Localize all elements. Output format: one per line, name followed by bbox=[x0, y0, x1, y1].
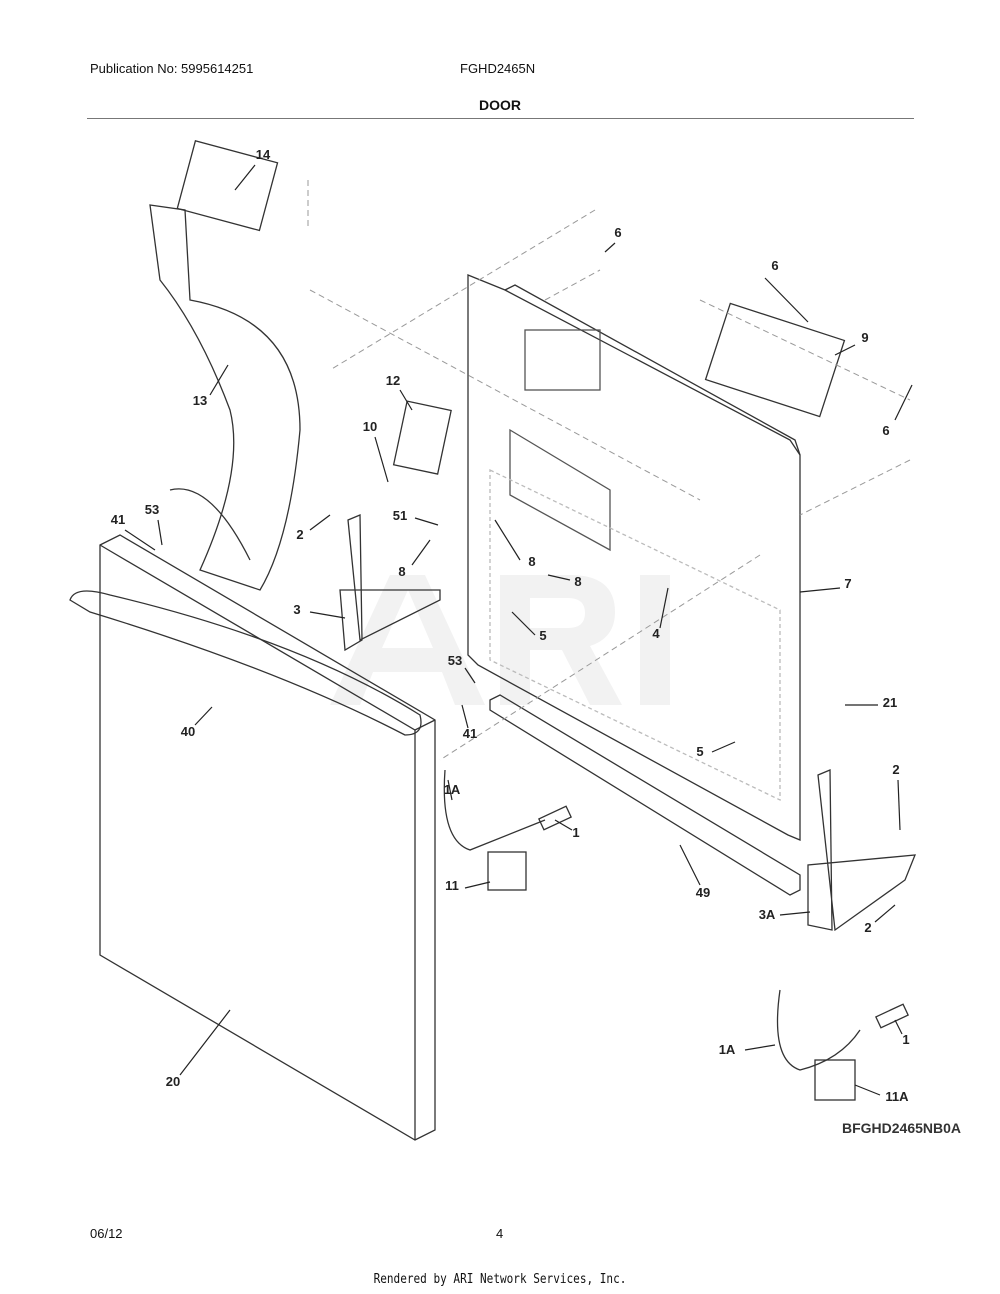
model-number: FGHD2465N bbox=[460, 61, 536, 76]
callout-1A: 1A bbox=[719, 1042, 736, 1057]
callout-leader bbox=[894, 384, 913, 421]
callout-3: 3 bbox=[293, 602, 300, 617]
callout-leader bbox=[157, 519, 163, 546]
callout-leader bbox=[464, 881, 491, 889]
callout-leader bbox=[411, 539, 431, 566]
callout-leader bbox=[234, 164, 256, 191]
callout-11: 11 bbox=[445, 878, 459, 893]
callout-leader bbox=[799, 587, 841, 593]
callout-41: 41 bbox=[463, 726, 477, 741]
wire-harness-detail bbox=[776, 989, 861, 1071]
callout-20: 20 bbox=[166, 1074, 180, 1089]
callout-leader bbox=[679, 844, 701, 886]
control-board bbox=[704, 302, 846, 418]
callout-leader bbox=[399, 389, 413, 411]
callout-2: 2 bbox=[892, 762, 899, 777]
callout-leader bbox=[547, 574, 571, 581]
hinge-left bbox=[339, 514, 441, 652]
callout-12: 12 bbox=[386, 373, 400, 388]
callout-leader bbox=[779, 911, 811, 916]
callout-53: 53 bbox=[448, 653, 462, 668]
callout-4: 4 bbox=[652, 626, 660, 641]
callout-41: 41 bbox=[111, 512, 125, 527]
callout-21: 21 bbox=[883, 695, 897, 710]
callout-13: 13 bbox=[193, 393, 207, 408]
callout-leader bbox=[179, 1009, 231, 1076]
callout-leader bbox=[764, 277, 809, 323]
callout-11A: 11A bbox=[885, 1089, 909, 1104]
callout-8: 8 bbox=[528, 554, 535, 569]
callout-leader bbox=[894, 1019, 903, 1035]
callout-9: 9 bbox=[861, 330, 868, 345]
callout-1A: 1A bbox=[444, 782, 461, 797]
callout-2: 2 bbox=[296, 527, 303, 542]
callout-10: 10 bbox=[363, 419, 377, 434]
switch-bracket-detail bbox=[814, 1059, 856, 1101]
callout-53: 53 bbox=[145, 502, 159, 517]
callout-8: 8 bbox=[574, 574, 581, 589]
page-number: 4 bbox=[496, 1226, 504, 1241]
door-latch bbox=[392, 400, 452, 475]
section-title: DOOR bbox=[479, 97, 521, 113]
wire-harness bbox=[443, 769, 546, 851]
rendered-by: Rendered by ARI Network Services, Inc. bbox=[373, 1272, 627, 1287]
outer-door-panel bbox=[99, 534, 436, 1141]
callout-leader bbox=[461, 704, 469, 729]
callout-49: 49 bbox=[696, 885, 710, 900]
callout-8: 8 bbox=[398, 564, 405, 579]
callout-leader bbox=[447, 779, 453, 801]
door-handle bbox=[69, 590, 422, 736]
callout-6: 6 bbox=[771, 258, 778, 273]
callout-leader bbox=[494, 519, 521, 561]
vent-grille bbox=[524, 329, 601, 391]
callout-leader bbox=[209, 364, 229, 396]
callout-1: 1 bbox=[572, 825, 579, 840]
publication-date: 06/12 bbox=[90, 1226, 123, 1241]
callout-5: 5 bbox=[696, 744, 703, 759]
publication-number: Publication No: 5995614251 bbox=[90, 61, 254, 76]
callout-6: 6 bbox=[882, 423, 889, 438]
callout-leader bbox=[124, 529, 156, 551]
callout-leader bbox=[604, 242, 616, 253]
callout-3A: 3A bbox=[759, 907, 776, 922]
watermark bbox=[330, 575, 670, 705]
callout-7: 7 bbox=[844, 576, 851, 591]
callout-leader bbox=[554, 819, 573, 831]
callout-40: 40 bbox=[181, 724, 195, 739]
vent-assembly bbox=[176, 140, 279, 232]
callout-leader bbox=[309, 514, 331, 531]
header-divider bbox=[87, 118, 914, 119]
callout-leader bbox=[874, 904, 896, 923]
callout-leader bbox=[854, 1084, 881, 1096]
callout-51: 51 bbox=[393, 508, 407, 523]
drawing-code: BFGHD2465NB0A bbox=[842, 1120, 961, 1136]
callout-leader bbox=[711, 741, 736, 753]
callout-5: 5 bbox=[539, 628, 546, 643]
callout-14: 14 bbox=[256, 147, 271, 162]
callout-leader bbox=[659, 587, 669, 629]
switch-detail bbox=[875, 1003, 909, 1029]
vent-duct bbox=[149, 204, 301, 591]
callout-leader bbox=[374, 436, 389, 483]
switch bbox=[538, 805, 572, 831]
callout-1: 1 bbox=[902, 1032, 909, 1047]
callout-leader bbox=[897, 779, 901, 831]
callout-leader bbox=[309, 611, 346, 619]
callout-leader bbox=[834, 344, 856, 356]
hinge-right bbox=[807, 769, 916, 932]
trim-strip bbox=[489, 694, 801, 896]
callout-2: 2 bbox=[864, 920, 871, 935]
callout-leader bbox=[744, 1044, 776, 1051]
callout-leader bbox=[194, 706, 213, 726]
callout-leader bbox=[464, 667, 476, 684]
callout-leader bbox=[414, 517, 439, 526]
callout-leader bbox=[511, 611, 536, 636]
callout-6: 6 bbox=[614, 225, 621, 240]
switch-bracket bbox=[487, 851, 527, 891]
